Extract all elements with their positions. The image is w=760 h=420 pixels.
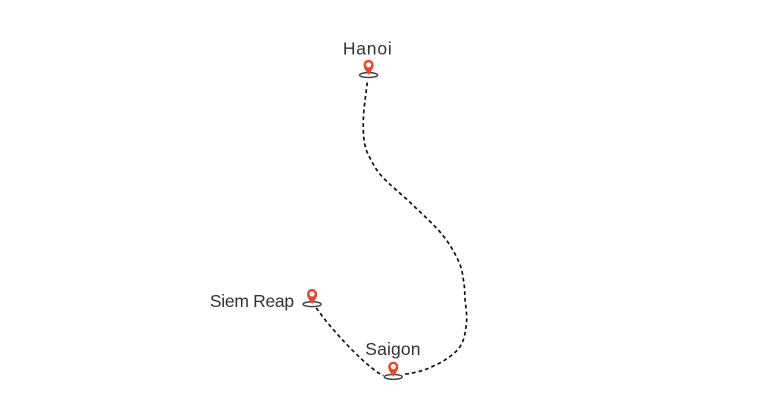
svg-text:Siem Reap: Siem Reap <box>210 291 294 311</box>
svg-text:Hanoi: Hanoi <box>343 38 393 58</box>
svg-text:Saigon: Saigon <box>365 339 420 359</box>
